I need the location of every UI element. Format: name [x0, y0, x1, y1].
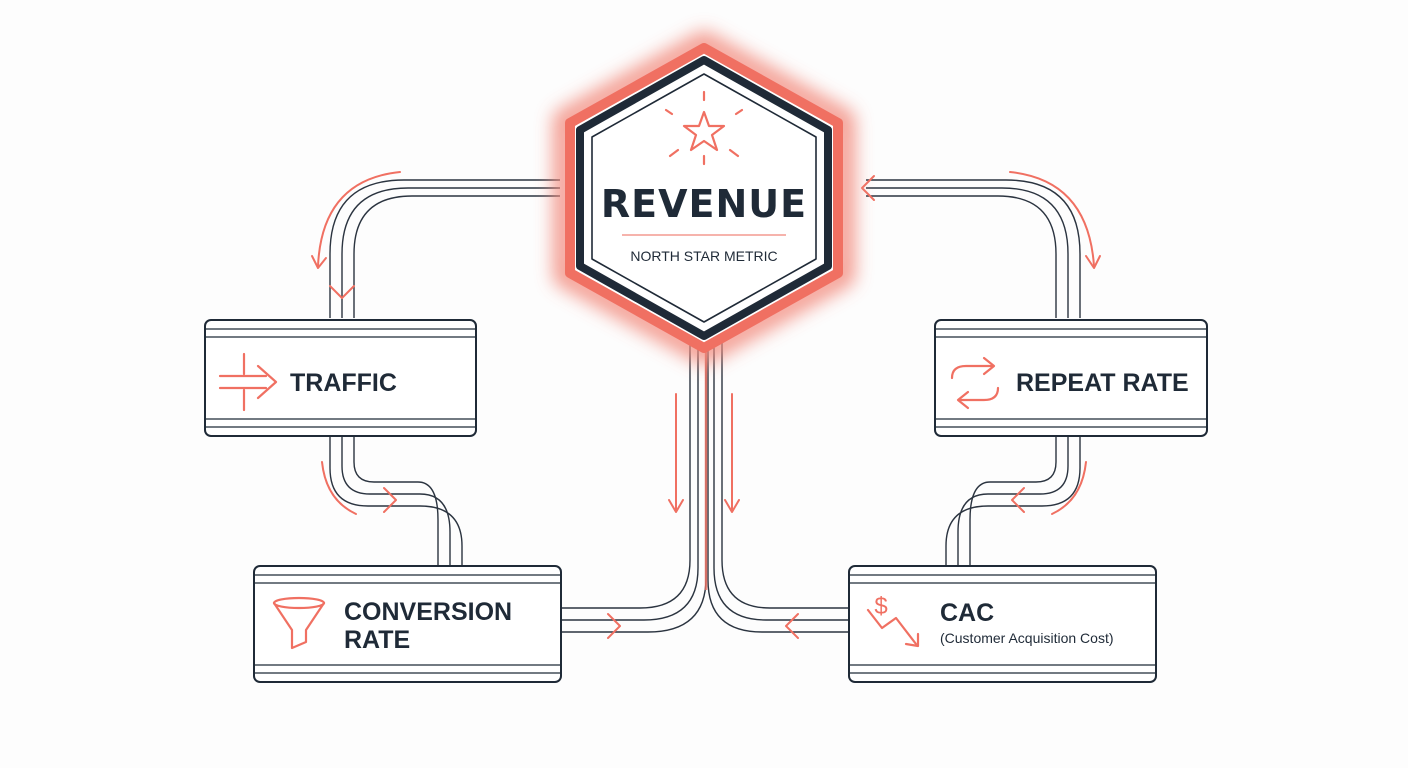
connector-cac-to-revenue — [707, 340, 848, 633]
hub-inner-border — [591, 73, 817, 323]
hub-title: REVENUE — [601, 182, 807, 226]
node-frame — [204, 319, 477, 437]
flow-arrow-left-arc — [317, 171, 401, 267]
flow-arrow-repeat-arc-head — [1085, 255, 1101, 269]
node-traffic[interactable]: TRAFFIC — [204, 319, 477, 437]
node-traffic-label: TRAFFIC — [290, 369, 397, 397]
node-cac-label: CAC — [940, 599, 994, 627]
star-icon — [664, 90, 744, 166]
funnel-icon — [272, 596, 326, 650]
connector-revenue-to-traffic — [329, 179, 560, 318]
flow-arrow-down-left-head — [668, 499, 684, 513]
svg-text:$: $ — [874, 593, 887, 620]
flow-arrow-cac-in — [1011, 487, 1025, 513]
flow-arrow-traffic-in — [329, 285, 355, 299]
node-frame — [848, 565, 1157, 683]
flow-arrow-conversion-in — [383, 487, 397, 513]
node-conversion-line2: RATE — [344, 626, 410, 654]
hub-glow — [553, 31, 855, 365]
connector-repeat-to-cac — [945, 436, 1081, 566]
node-frame — [253, 565, 562, 683]
flow-arrows — [311, 171, 1101, 639]
connector-traffic-to-conversion — [329, 436, 463, 566]
flow-arrow-cac-arc — [1051, 461, 1087, 515]
node-repeat-rate[interactable]: REPEAT RATE — [934, 319, 1208, 437]
node-conversion-rate[interactable]: CONVERSION RATE — [253, 565, 562, 683]
refresh-cycle-icon — [950, 356, 1000, 410]
arrow-right-lines-icon — [218, 352, 278, 412]
node-frame — [934, 319, 1208, 437]
flow-arrow-revenue-in — [861, 175, 875, 201]
dollar-down-trend-icon: $ — [866, 593, 920, 648]
node-cac-sublabel: (Customer Acquisition Cost) — [940, 630, 1114, 646]
hub-subtitle: NORTH STAR METRIC — [630, 248, 777, 264]
flow-arrow-conversion-out — [607, 613, 621, 639]
node-cac[interactable]: $ CAC (Customer Acquisition Cost) — [848, 565, 1157, 683]
flow-arrow-traffic-arc — [321, 461, 357, 515]
connector-conversion-to-revenue — [562, 340, 707, 633]
connector-revenue-to-repeat — [866, 179, 1081, 318]
flow-arrow-cac-out — [785, 613, 799, 639]
flow-arrow-left-arc-head — [311, 255, 327, 269]
node-conversion-line1: CONVERSION — [344, 598, 512, 626]
flow-arrow-down-right-head — [724, 499, 740, 513]
node-repeat-rate-label: REPEAT RATE — [1016, 369, 1189, 397]
flow-arrow-repeat-arc — [1009, 171, 1095, 267]
revenue-hub[interactable]: REVENUE NORTH STAR METRIC — [553, 31, 855, 365]
